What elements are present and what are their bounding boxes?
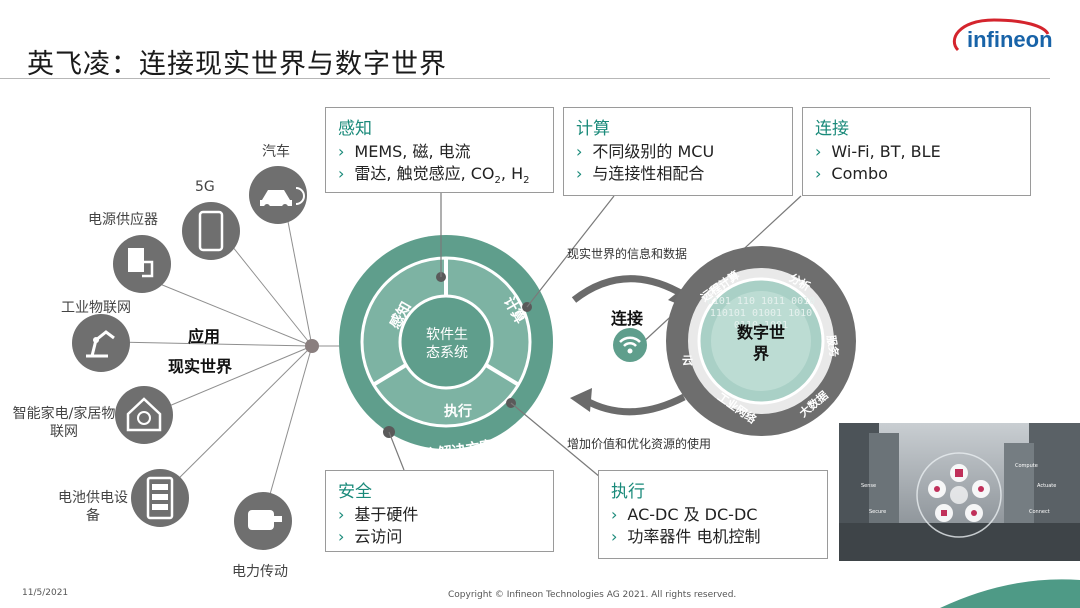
security-box-item: ›基于硬件 — [338, 505, 419, 524]
car-icon — [249, 166, 307, 224]
digital-world-ring — [666, 246, 856, 436]
infineon-logo — [952, 18, 1050, 52]
security-box-title: 安全 — [338, 482, 372, 502]
connect-box: 连接 ›Wi-Fi, BT, BLE ›Combo — [802, 107, 1031, 196]
compute-box-item: ›与连接性相配合 — [576, 164, 705, 183]
actuate-box: 执行 ›AC-DC 及 DC-DC ›功率器件 电机控制 — [598, 470, 828, 559]
real-world-label: 现实世界 — [168, 357, 233, 376]
top-arrow-label: 现实世界的信息和数据 — [567, 247, 688, 261]
footer-accent-shape — [940, 579, 1080, 608]
wifi-icon — [613, 328, 647, 362]
security-box: 安全 ›基于硬件 ›云访问 — [325, 470, 554, 552]
photo-label-connect: Connect — [1029, 509, 1050, 515]
compute-box-title: 计算 — [576, 119, 610, 139]
photo-label-compute: Compute — [1015, 463, 1038, 469]
power-supply-label: 电源供应器 — [88, 212, 158, 228]
car-label: 汽车 — [262, 144, 290, 160]
actuate-box-title: 执行 — [611, 482, 645, 502]
sense-box-title: 感知 — [338, 119, 372, 139]
footer-date: 11/5/2021 — [22, 588, 69, 598]
bottom-arrow-label: 增加价值和优化资源的使用 — [567, 437, 712, 451]
power-supply-icon — [113, 235, 171, 293]
motor-label: 电力传动 — [232, 564, 288, 580]
connect-box-item: ›Wi-Fi, BT, BLE — [815, 142, 941, 161]
fan-lines — [114, 205, 350, 513]
battery-label: 电池供电设备 — [58, 490, 128, 524]
sense-box-item: ›MEMS, 磁, 电流 — [338, 142, 471, 161]
battery-icon — [131, 469, 189, 527]
bottom-arrow — [583, 393, 686, 416]
motor-icon — [234, 492, 292, 550]
fan-hub — [305, 339, 319, 353]
iiot-label: 工业物联网 — [61, 300, 131, 316]
connect-box-title: 连接 — [815, 119, 849, 139]
compute-box: 计算 ›不同级别的 MCU ›与连接性相配合 — [563, 107, 793, 196]
sense-box: 感知 ›MEMS, 磁, 电流 ›雷达, 触觉感应, CO2, H2 — [325, 107, 554, 193]
application-label: 应用 — [188, 327, 221, 346]
phone-icon — [182, 202, 240, 260]
connect-box-item: ›Combo — [815, 164, 888, 183]
top-arrow — [571, 275, 686, 303]
actuate-box-item: ›AC-DC 及 DC-DC — [611, 505, 758, 524]
actuate-box-item: ›功率器件 电机控制 — [611, 527, 761, 546]
smart-home-label: 智能家电/家居物联网 — [12, 406, 116, 440]
ecosystem-wheel — [339, 235, 553, 449]
photo-label-sense: Sense — [861, 483, 877, 489]
footer-copyright: Copyright © Infineon Technologies AG 202… — [448, 590, 737, 600]
compute-box-item: ›不同级别的 MCU — [576, 142, 715, 161]
sense-box-item: ›雷达, 触觉感应, CO2, H2 — [338, 164, 530, 187]
binary-pattern: 0101 110 1011 0010 110101 01001 1010 011… — [706, 296, 816, 331]
robot-arm-icon — [72, 314, 130, 372]
bottom-arrowhead — [570, 388, 592, 412]
digital-world-label: 数字世界 — [737, 323, 786, 363]
photo-label-secure: Secure — [869, 509, 887, 515]
security-box-item: ›云访问 — [338, 527, 403, 546]
page-title: 英飞凌：连接现实世界与数字世界 — [27, 49, 447, 80]
infineon-logo-text: infineon — [967, 27, 1053, 52]
smart-city-photo: Sense Compute Actuate Secure Connect — [839, 423, 1080, 561]
connect-label: 连接 — [611, 309, 644, 328]
photo-label-actuate: Actuate — [1037, 483, 1057, 489]
wheel-center-label: 软件生态系统 — [426, 327, 468, 361]
wheel-actuate-label: 执行 — [444, 404, 472, 420]
5g-label: 5G — [195, 179, 215, 195]
title-divider — [0, 78, 1050, 79]
ring-cloud: 云 — [682, 354, 693, 367]
smart-home-icon — [115, 386, 173, 444]
